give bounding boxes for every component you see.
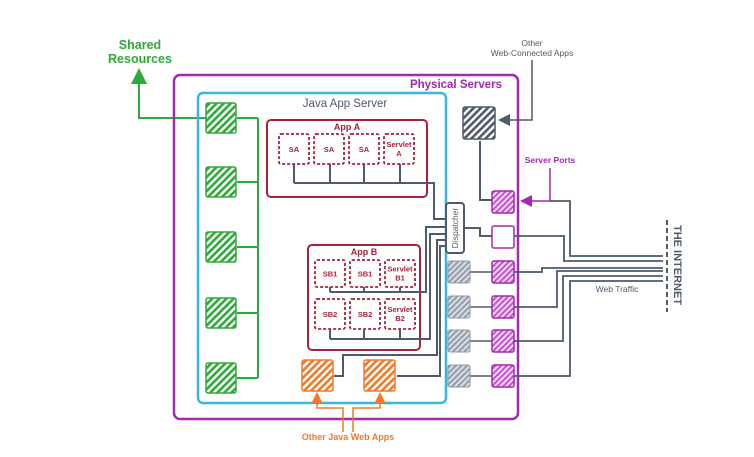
app-a-component-2-label: SA — [324, 145, 335, 154]
other-web-apps-label-2: Web-Connected Apps — [491, 48, 574, 58]
shared-resource-2 — [205, 166, 237, 198]
app-b-row2-component-3-box — [384, 298, 416, 330]
shared-resources-label: Shared — [119, 38, 161, 52]
app-b-row2-component-1-label: SB2 — [323, 310, 338, 319]
server-ports-arrow — [520, 168, 551, 207]
other-java-web-apps-label: Other Java Web Apps — [302, 432, 395, 442]
app-a-label: App A — [334, 122, 361, 132]
physical-servers-label: Physical Servers — [410, 79, 502, 91]
shared-resources-arrow — [131, 68, 207, 119]
app-b-row2-component-1: SB2 — [314, 298, 346, 330]
external-app-2 — [447, 295, 471, 319]
app-b-row2-component-2-box — [349, 298, 381, 330]
app-b-row1-component-1-box — [314, 259, 346, 288]
server-port-5 — [491, 329, 515, 353]
app-b-box — [307, 244, 421, 351]
the-internet-label: THE INTERNET — [671, 225, 683, 305]
app-b-row2-component-1-box — [314, 298, 346, 330]
other-java-web-apps-arrows — [311, 392, 386, 432]
app-b-row1-component-2-label: SB1 — [358, 270, 373, 279]
java-app-server-label: Java App Server — [303, 98, 388, 110]
app-a-component-2-box — [313, 133, 345, 165]
app-b-row1-component-2-box — [349, 259, 381, 288]
app-b-row2-component-3-label: B2 — [395, 314, 405, 323]
app-b-row2-component-2-label: SB2 — [358, 310, 373, 319]
app-a-component-2: SA — [313, 133, 345, 165]
other-web-app-port-link — [479, 141, 492, 201]
dispatcher-label: Dispatcher — [450, 208, 460, 249]
app-a-component-4-label: A — [396, 149, 402, 158]
server-port-2 — [491, 225, 515, 249]
web-traffic-label: Web Traffic — [596, 284, 639, 294]
app-b-row2-component-3-label: Servlet — [387, 305, 413, 314]
external-app-4 — [447, 364, 471, 388]
app-b-label: App B — [351, 247, 378, 257]
shared-resource-3 — [205, 231, 237, 263]
app-b-row1-component-1-label: SB1 — [323, 270, 338, 279]
server-port-6 — [491, 364, 515, 388]
app-a-component-3-label: SA — [359, 145, 370, 154]
other-java-web-app-2 — [363, 359, 396, 392]
app-b-row1-component-1: SB1 — [314, 259, 346, 288]
other-web-connected-app — [462, 106, 496, 140]
app-a-component-4-box — [383, 133, 415, 165]
other-java-web-app-1 — [301, 359, 334, 392]
shared-resources-label-2: Resources — [108, 52, 172, 66]
app-a-component-1: SA — [278, 133, 310, 165]
server-ports-label: Server Ports — [525, 155, 576, 165]
external-app-3 — [447, 329, 471, 353]
app-a-component-3: SA — [348, 133, 380, 165]
web-traffic-lines — [514, 200, 663, 377]
app-a-component-1-box — [278, 133, 310, 165]
app-b-row1-component-3-box — [384, 259, 416, 288]
external-app-1 — [447, 260, 471, 284]
physical-servers-box — [172, 73, 520, 421]
shared-resource-bus — [237, 117, 259, 379]
server-port-3 — [491, 260, 515, 284]
app-a-component-3-box — [348, 133, 380, 165]
app-b-row1-component-2: SB1 — [349, 259, 381, 288]
app-b-row1-component-3-label: B1 — [395, 274, 405, 283]
app-b-row1-component-3-label: Servlet — [387, 265, 413, 274]
shared-resource-1 — [205, 102, 237, 134]
other-web-apps-label: Other — [521, 38, 542, 48]
dispatcher-port-link — [464, 227, 492, 237]
shared-resource-5 — [205, 362, 237, 394]
other-web-apps-arrow — [498, 60, 533, 126]
app-a-component-4-label: Servlet — [386, 140, 412, 149]
java-apps-wiring — [334, 239, 446, 377]
app-a-component-1-label: SA — [289, 145, 300, 154]
server-port-1 — [491, 190, 515, 214]
app-a-box — [266, 119, 428, 198]
server-port-4 — [491, 295, 515, 319]
shared-resource-4 — [205, 297, 237, 329]
app-b-row2-component-2: SB2 — [349, 298, 381, 330]
grey-app-links — [470, 271, 492, 377]
